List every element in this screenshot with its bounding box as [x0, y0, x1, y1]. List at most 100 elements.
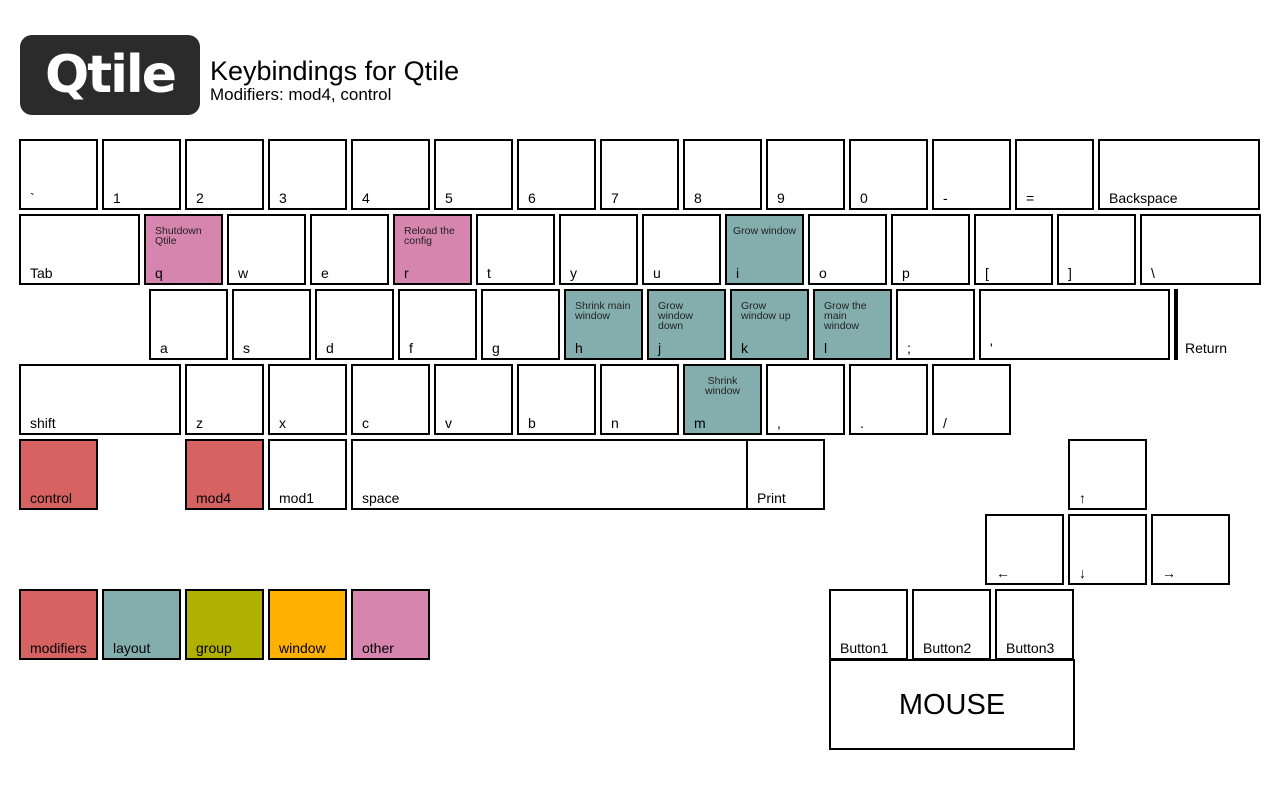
key-return: Return	[1174, 289, 1227, 360]
key-e: e	[310, 214, 389, 285]
key-backtick: `	[19, 139, 98, 210]
key-label: '	[990, 340, 993, 356]
key-label: Button1	[840, 640, 889, 656]
key-4: 4	[351, 139, 430, 210]
key-label: y	[570, 265, 577, 281]
key-label: r	[404, 265, 409, 281]
key-label: c	[362, 415, 369, 431]
key-label: shift	[30, 415, 56, 431]
key-label: t	[487, 265, 491, 281]
key-label: a	[160, 340, 168, 356]
key-backspace: Backspace	[1098, 139, 1260, 210]
key-minus: -	[932, 139, 1011, 210]
key-label: ;	[907, 340, 911, 356]
key-q: Shutdown Qtile q	[144, 214, 223, 285]
key-label: .	[860, 415, 864, 431]
key-v: v	[434, 364, 513, 435]
key-label: `	[30, 190, 35, 206]
key-label: Print	[757, 490, 786, 506]
key-label: modifiers	[30, 640, 87, 656]
key-label: u	[653, 265, 661, 281]
key-label: g	[492, 340, 500, 356]
qtile-logo: Qtile	[20, 35, 200, 115]
key-3: 3	[268, 139, 347, 210]
mouse-button1: Button1	[829, 589, 908, 660]
key-label: Button2	[923, 640, 972, 656]
key-label: l	[824, 340, 828, 356]
key-description: Grow window	[732, 225, 797, 237]
key-t: t	[476, 214, 555, 285]
key-6: 6	[517, 139, 596, 210]
arrow-key-up: ↑	[1068, 439, 1147, 510]
key-slash: /	[932, 364, 1011, 435]
key-label: n	[611, 415, 619, 431]
key-x: x	[268, 364, 347, 435]
key-label: 6	[528, 190, 536, 206]
key-label: 1	[113, 190, 121, 206]
key-a: a	[149, 289, 228, 360]
key-label: -	[943, 190, 948, 206]
key-f: f	[398, 289, 477, 360]
key-label: s	[243, 340, 250, 356]
key-label: o	[819, 265, 827, 281]
key-label: =	[1026, 190, 1035, 206]
key-z: z	[185, 364, 264, 435]
key-label: x	[279, 415, 286, 431]
key-g: g	[481, 289, 560, 360]
key-backslash: \	[1140, 214, 1261, 285]
key-label: other	[362, 640, 394, 656]
key-label: 3	[279, 190, 287, 206]
key-7: 7	[600, 139, 679, 210]
key-label: ↑	[1079, 490, 1086, 506]
key-label: space	[362, 490, 400, 506]
key-rbracket: ]	[1057, 214, 1136, 285]
key-label: d	[326, 340, 334, 356]
key-label: b	[528, 415, 536, 431]
key-label: ,	[777, 415, 781, 431]
legend-window: window	[268, 589, 347, 660]
key-label: 4	[362, 190, 370, 206]
key-equals: =	[1015, 139, 1094, 210]
key-description: Shutdown Qtile	[155, 225, 202, 247]
key-0: 0	[849, 139, 928, 210]
key-b: b	[517, 364, 596, 435]
key-label: k	[741, 340, 748, 356]
key-label: f	[409, 340, 413, 356]
key-r: Reload the config r	[393, 214, 472, 285]
key-mod4: mod4	[185, 439, 264, 510]
key-label: Backspace	[1109, 190, 1178, 206]
key-label: z	[196, 415, 203, 431]
key-label: m	[694, 415, 706, 431]
key-n: n	[600, 364, 679, 435]
key-label: group	[196, 640, 232, 656]
key-label: Button3	[1006, 640, 1055, 656]
key-label: q	[155, 265, 163, 281]
key-2: 2	[185, 139, 264, 210]
key-shift: shift	[19, 364, 181, 435]
key-p: p	[891, 214, 970, 285]
key-label: i	[736, 265, 740, 281]
key-description: Reload the config	[404, 225, 455, 247]
key-label: ]	[1068, 265, 1072, 281]
key-u: u	[642, 214, 721, 285]
key-label: w	[238, 265, 249, 281]
key-label: h	[575, 340, 583, 356]
arrow-key-left: ←	[985, 514, 1064, 585]
key-lbracket: [	[974, 214, 1053, 285]
key-c: c	[351, 364, 430, 435]
page-title: Keybindings for Qtile	[210, 56, 460, 86]
key-tab: Tab	[19, 214, 140, 285]
key-label: 9	[777, 190, 785, 206]
legend-layout: layout	[102, 589, 181, 660]
key-label: v	[445, 415, 452, 431]
key-y: y	[559, 214, 638, 285]
key-label: ←	[996, 565, 1010, 581]
key-space: space	[351, 439, 821, 510]
key-label: 5	[445, 190, 453, 206]
key-o: o	[808, 214, 887, 285]
key-label: Return	[1185, 340, 1228, 356]
